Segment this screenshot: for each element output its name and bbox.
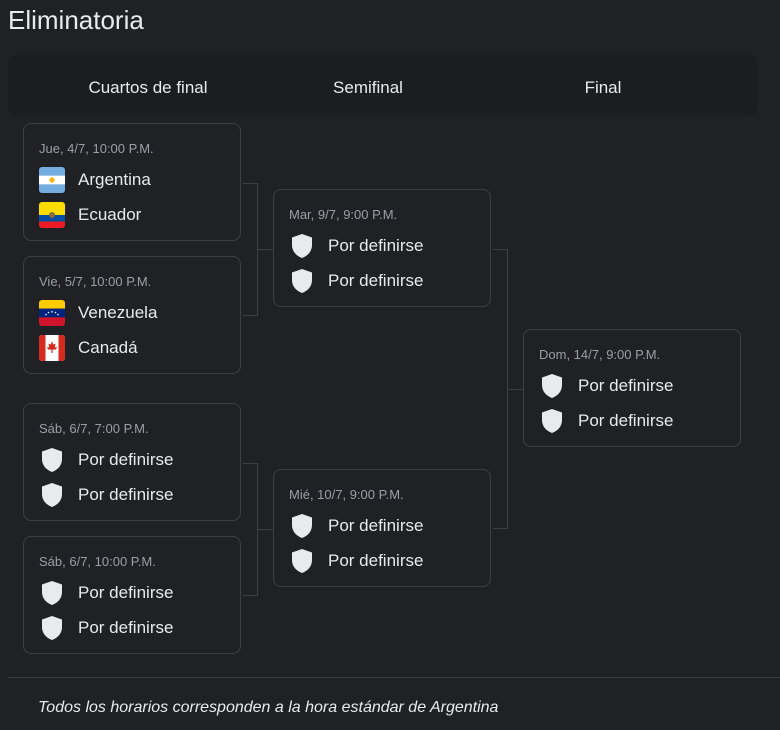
team-row[interactable]: Por definirse (39, 614, 173, 642)
timezone-footnote: Todos los horarios corresponden a la hor… (38, 699, 499, 716)
match-card[interactable]: Sáb, 6/7, 7:00 P.M. Por definirse Por de… (23, 403, 241, 521)
match-date: Jue, 4/7, 10:00 P.M. (39, 141, 154, 156)
team-name: Por definirse (578, 411, 674, 430)
team-row[interactable]: Argentina (39, 166, 151, 194)
round-semifinal: Semifinal (333, 78, 403, 97)
team-name: Por definirse (328, 271, 424, 290)
match-card[interactable]: Mar, 9/7, 9:00 P.M. Por definirse Por de… (273, 189, 491, 307)
round-final: Final (584, 78, 622, 97)
shield-icon (289, 233, 315, 259)
match-date: Mar, 9/7, 9:00 P.M. (289, 207, 398, 222)
team-row[interactable]: Por definirse (289, 267, 423, 295)
team-name: Por definirse (328, 236, 424, 255)
bracket-connector (243, 463, 258, 596)
bracket-connector (243, 183, 258, 316)
match-date: Vie, 5/7, 10:00 P.M. (39, 274, 152, 289)
shield-icon (39, 580, 65, 606)
argentina-flag-icon (39, 167, 65, 193)
ecuador-flag-icon (39, 202, 65, 228)
match-card[interactable]: Mié, 10/7, 9:00 P.M. Por definirse Por d… (273, 469, 491, 587)
team-row[interactable]: Por definirse (289, 547, 423, 575)
team-name: Por definirse (78, 485, 174, 504)
team-name: Por definirse (328, 551, 424, 570)
team-row[interactable]: Ecuador (39, 201, 141, 229)
team-row[interactable]: Por definirse (289, 512, 423, 540)
match-date: Sáb, 6/7, 10:00 P.M. (39, 554, 156, 569)
team-row[interactable]: Por definirse (39, 446, 173, 474)
team-name: Venezuela (78, 303, 158, 322)
team-row[interactable]: Por definirse (39, 481, 173, 509)
page-title: Eliminatoria (8, 5, 144, 35)
bracket-connector (508, 389, 523, 390)
team-name: Por definirse (78, 583, 174, 602)
team-row[interactable]: Por definirse (539, 407, 673, 435)
team-row[interactable]: Canadá (39, 334, 138, 362)
match-card[interactable]: Sáb, 6/7, 10:00 P.M. Por definirse Por d… (23, 536, 241, 654)
team-name: Ecuador (78, 205, 142, 224)
team-name: Por definirse (578, 376, 674, 395)
team-name: Argentina (78, 170, 151, 189)
shield-icon (39, 447, 65, 473)
shield-icon (539, 408, 565, 434)
match-date: Sáb, 6/7, 7:00 P.M. (39, 421, 149, 436)
shield-icon (539, 373, 565, 399)
team-name: Por definirse (78, 450, 174, 469)
shield-icon (289, 268, 315, 294)
team-row[interactable]: Por definirse (39, 579, 173, 607)
match-card[interactable]: Dom, 14/7, 9:00 P.M. Por definirse Por d… (523, 329, 741, 447)
bracket-connector (493, 249, 508, 529)
team-name: Por definirse (78, 618, 174, 637)
match-card[interactable]: Jue, 4/7, 10:00 P.M. Argentina Ecuador (23, 123, 241, 241)
match-date: Dom, 14/7, 9:00 P.M. (539, 347, 661, 362)
bracket-connector (258, 529, 273, 530)
team-row[interactable]: Por definirse (539, 372, 673, 400)
bracket-connector (258, 249, 273, 250)
round-quarterfinals: Cuartos de final (88, 78, 208, 97)
team-row[interactable]: Venezuela (39, 299, 157, 327)
round-header: Cuartos de final Semifinal Final (8, 55, 758, 115)
venezuela-flag-icon (39, 300, 65, 326)
footer-divider (8, 677, 780, 678)
match-date: Mié, 10/7, 9:00 P.M. (289, 487, 404, 502)
match-card[interactable]: Vie, 5/7, 10:00 P.M. Venezuela Canadá (23, 256, 241, 374)
team-name: Canadá (78, 338, 138, 357)
team-name: Por definirse (328, 516, 424, 535)
shield-icon (39, 482, 65, 508)
shield-icon (289, 548, 315, 574)
shield-icon (289, 513, 315, 539)
team-row[interactable]: Por definirse (289, 232, 423, 260)
canada-flag-icon (39, 335, 65, 361)
shield-icon (39, 615, 65, 641)
